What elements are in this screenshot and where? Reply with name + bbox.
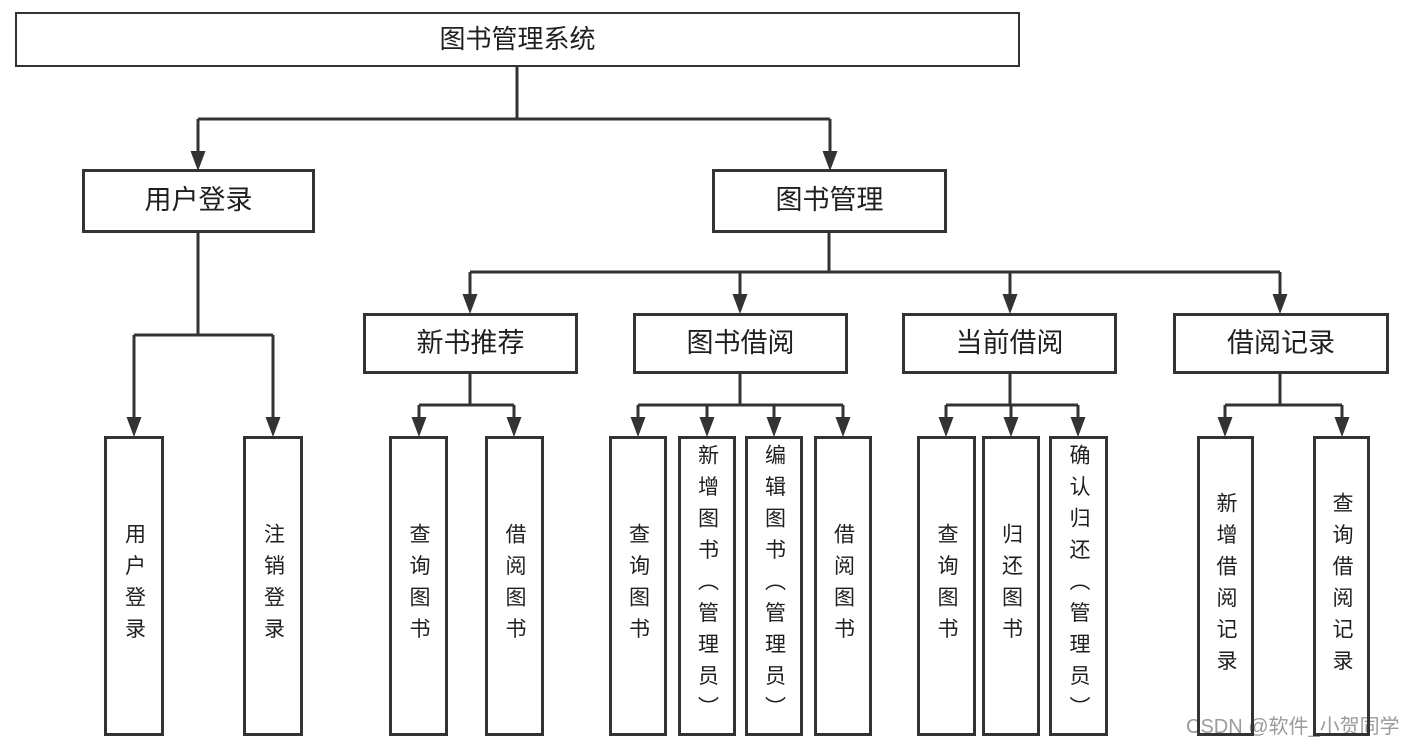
node-user-login: 用户登录 (82, 169, 315, 233)
leaf-current-confirm-return-admin-label: 确认归还（管理员） (1067, 444, 1091, 728)
leaf-user-login-label: 用户登录 (122, 523, 146, 649)
leaf-logout: 注销登录 (243, 436, 303, 736)
leaf-borrow-query-books: 查询图书 (609, 436, 667, 736)
node-borrowing-records: 借阅记录 (1173, 313, 1389, 374)
leaf-borrow-add-books-admin: 新增图书（管理员） (678, 436, 736, 736)
leaf-records-add-record-label: 新增借阅记录 (1214, 491, 1238, 681)
leaf-records-query-record-label: 查询借阅记录 (1330, 491, 1354, 681)
node-current-borrowing: 当前借阅 (902, 313, 1117, 374)
leaf-current-return-books: 归还图书 (982, 436, 1040, 736)
node-book-borrowing: 图书借阅 (633, 313, 848, 374)
arrowhead-icons (126, 151, 1350, 437)
leaf-current-query-books-label: 查询图书 (935, 523, 959, 649)
connector-shafts (132, 67, 1344, 418)
node-book-management: 图书管理 (712, 169, 947, 233)
leaf-borrow-borrow-books-label: 借阅图书 (831, 523, 855, 649)
leaf-borrow-query-books-label: 查询图书 (626, 523, 650, 649)
leaf-records-query-record: 查询借阅记录 (1313, 436, 1370, 736)
leaf-user-login: 用户登录 (104, 436, 164, 736)
leaf-newbook-query-books-label: 查询图书 (407, 523, 431, 649)
node-library-management-system: 图书管理系统 (15, 12, 1020, 67)
leaf-current-return-books-label: 归还图书 (999, 523, 1023, 649)
watermark: CSDN @软件_小贺同学 (1186, 716, 1400, 738)
leaf-borrow-edit-books-admin-label: 编辑图书（管理员） (762, 444, 786, 728)
leaf-logout-label: 注销登录 (261, 523, 285, 649)
leaf-records-add-record: 新增借阅记录 (1197, 436, 1254, 736)
leaf-borrow-borrow-books: 借阅图书 (814, 436, 872, 736)
leaf-borrow-edit-books-admin: 编辑图书（管理员） (745, 436, 803, 736)
leaf-newbook-query-books: 查询图书 (389, 436, 448, 736)
leaf-borrow-add-books-admin-label: 新增图书（管理员） (695, 444, 719, 728)
leaf-current-query-books: 查询图书 (917, 436, 976, 736)
leaf-newbook-borrow-books-label: 借阅图书 (503, 523, 527, 649)
leaf-current-confirm-return-admin: 确认归还（管理员） (1049, 436, 1108, 736)
leaf-newbook-borrow-books: 借阅图书 (485, 436, 544, 736)
node-new-book-recommend: 新书推荐 (363, 313, 578, 374)
